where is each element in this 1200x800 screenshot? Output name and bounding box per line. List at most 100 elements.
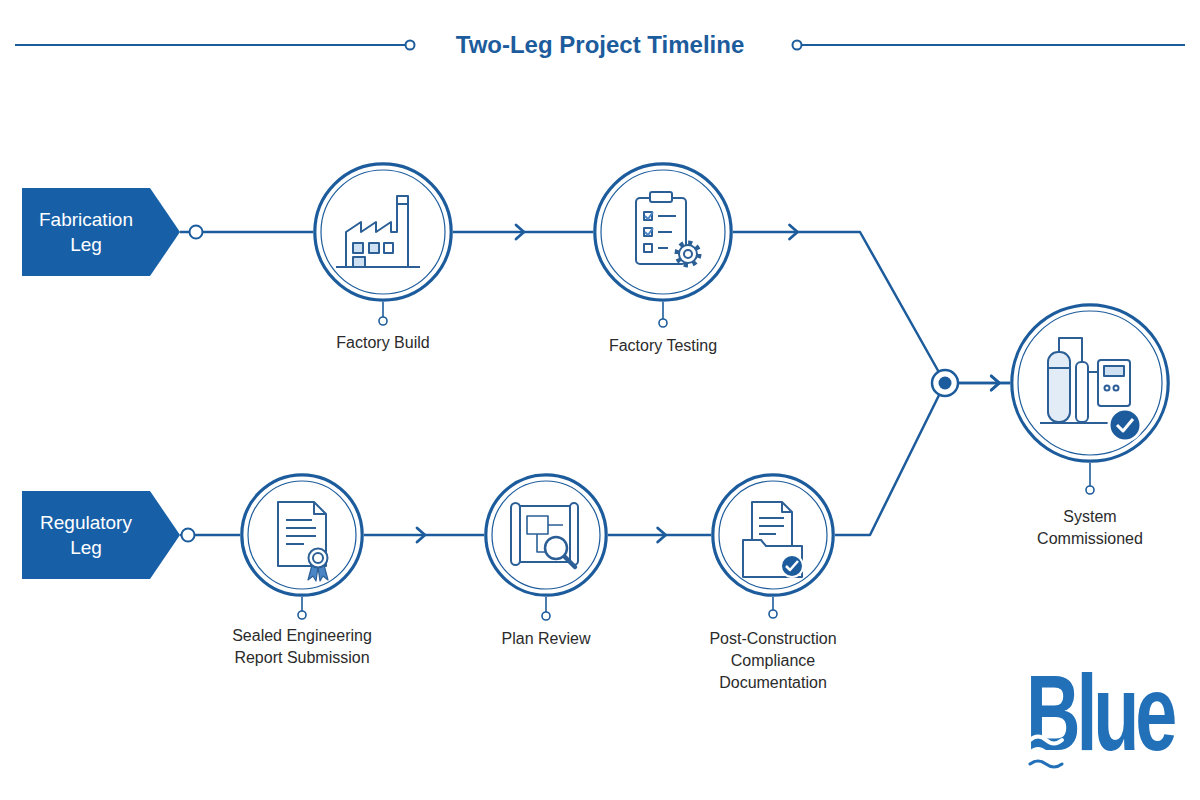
wave-line [1030, 761, 1062, 767]
caption-holder: Factory Build [298, 332, 468, 354]
gear-hub [684, 250, 692, 258]
arrow-head [516, 225, 524, 239]
pipe [1059, 338, 1082, 362]
folder-body [743, 540, 802, 577]
gear-teeth [677, 243, 699, 265]
tag-text-holder: Regulatory Leg [22, 491, 150, 579]
arrow-head [658, 528, 666, 542]
blueprint-roll [570, 503, 578, 565]
leg-start-dots [182, 226, 203, 542]
milestone-label: Plan Review [466, 628, 626, 650]
outer-ring [486, 475, 606, 595]
magnifier-handle [564, 556, 575, 567]
clipboard-clip [650, 192, 672, 202]
caption-holder: Sealed Engineering Report Submission [222, 625, 382, 669]
leg-tag: Regulatory Leg [22, 491, 180, 579]
label-stem [662, 302, 664, 319]
milestone-circle: Post-Construction Compliance Documentati… [711, 473, 835, 597]
check-badge [1109, 409, 1141, 441]
seal-inner [313, 553, 323, 563]
list-line [658, 215, 676, 217]
outer-ring [1012, 305, 1168, 461]
flow-connector [453, 231, 593, 234]
brand-logo: Blue [1026, 659, 1173, 767]
merge-junction [932, 370, 958, 396]
stem-dot [769, 610, 777, 618]
outer-ring [242, 475, 362, 595]
panel-knob [1114, 386, 1119, 391]
arrow-head [991, 376, 999, 390]
leg-start-dot [190, 226, 203, 239]
label-stem [382, 302, 384, 317]
milestone-circle: System Commissioned [1010, 303, 1170, 463]
label-stem [301, 597, 303, 611]
node-outline [22, 491, 180, 579]
node-outline [313, 162, 453, 302]
factory-door [353, 257, 365, 267]
tag-shape [22, 491, 180, 579]
gear-body [679, 245, 697, 263]
arrow-head [991, 376, 999, 390]
leg-start-dot [182, 529, 195, 542]
junction-ring [932, 370, 958, 396]
document-line [286, 519, 312, 521]
connector-group [733, 225, 1010, 390]
flow-connector [364, 534, 484, 537]
milestone-label: Post-Construction Compliance Documentati… [698, 628, 848, 694]
connector-group [364, 528, 484, 542]
document-line [759, 525, 784, 527]
tank-band [1048, 367, 1070, 369]
caption-holder: Factory Testing [578, 335, 748, 357]
wave-cut [1030, 749, 1062, 756]
caption-holder: System Commissioned [1025, 506, 1155, 550]
seal-ribbon [318, 565, 328, 581]
system-icon [1040, 338, 1141, 441]
inner-ring [492, 481, 600, 589]
leg-tag: Fabrication Leg [22, 188, 180, 276]
flow-connector [608, 534, 711, 537]
stem-dot [1086, 486, 1094, 494]
inner-ring [321, 170, 445, 294]
stem-dot [298, 611, 306, 619]
document-sheet [278, 502, 326, 566]
blueprint-roll [511, 503, 520, 565]
stem-dot [659, 319, 667, 327]
arrow-head [790, 225, 798, 239]
panel-knob [1105, 386, 1110, 391]
document-line [286, 535, 316, 537]
check-mark [786, 561, 798, 570]
document-fold [782, 502, 792, 512]
inner-ring [1018, 311, 1162, 455]
check-mark [1117, 419, 1133, 431]
milestone-circle: Factory Testing [593, 162, 733, 302]
logo-wave [1030, 737, 1062, 768]
node-outline [711, 473, 835, 597]
connector-group [835, 376, 1010, 535]
stem-dot [379, 317, 387, 325]
factory-window [369, 243, 379, 253]
checkbox-tick [645, 212, 653, 219]
milestone-circle: Sealed Engineering Report Submission [240, 473, 364, 597]
blueprint-icon [511, 503, 578, 567]
leg-label: Fabrication Leg [27, 207, 145, 257]
arrow-head [417, 528, 425, 542]
diagram-title: Two-Leg Project Timeline [0, 30, 1200, 60]
outer-ring [315, 164, 451, 300]
inner-ring [601, 170, 725, 294]
floor-plan [527, 516, 563, 552]
connector-group [608, 528, 711, 542]
tag-shape [22, 188, 180, 276]
node-outline [22, 188, 180, 276]
tag-text-holder: Fabrication Leg [22, 188, 150, 276]
factory-window [384, 243, 393, 253]
checkbox [644, 212, 652, 220]
tank [1048, 352, 1070, 422]
title-rule-line [15, 44, 405, 46]
label-stems [298, 302, 1094, 620]
magnifier-lens [545, 537, 567, 559]
checkbox [644, 244, 652, 252]
panel-display [1104, 366, 1124, 376]
